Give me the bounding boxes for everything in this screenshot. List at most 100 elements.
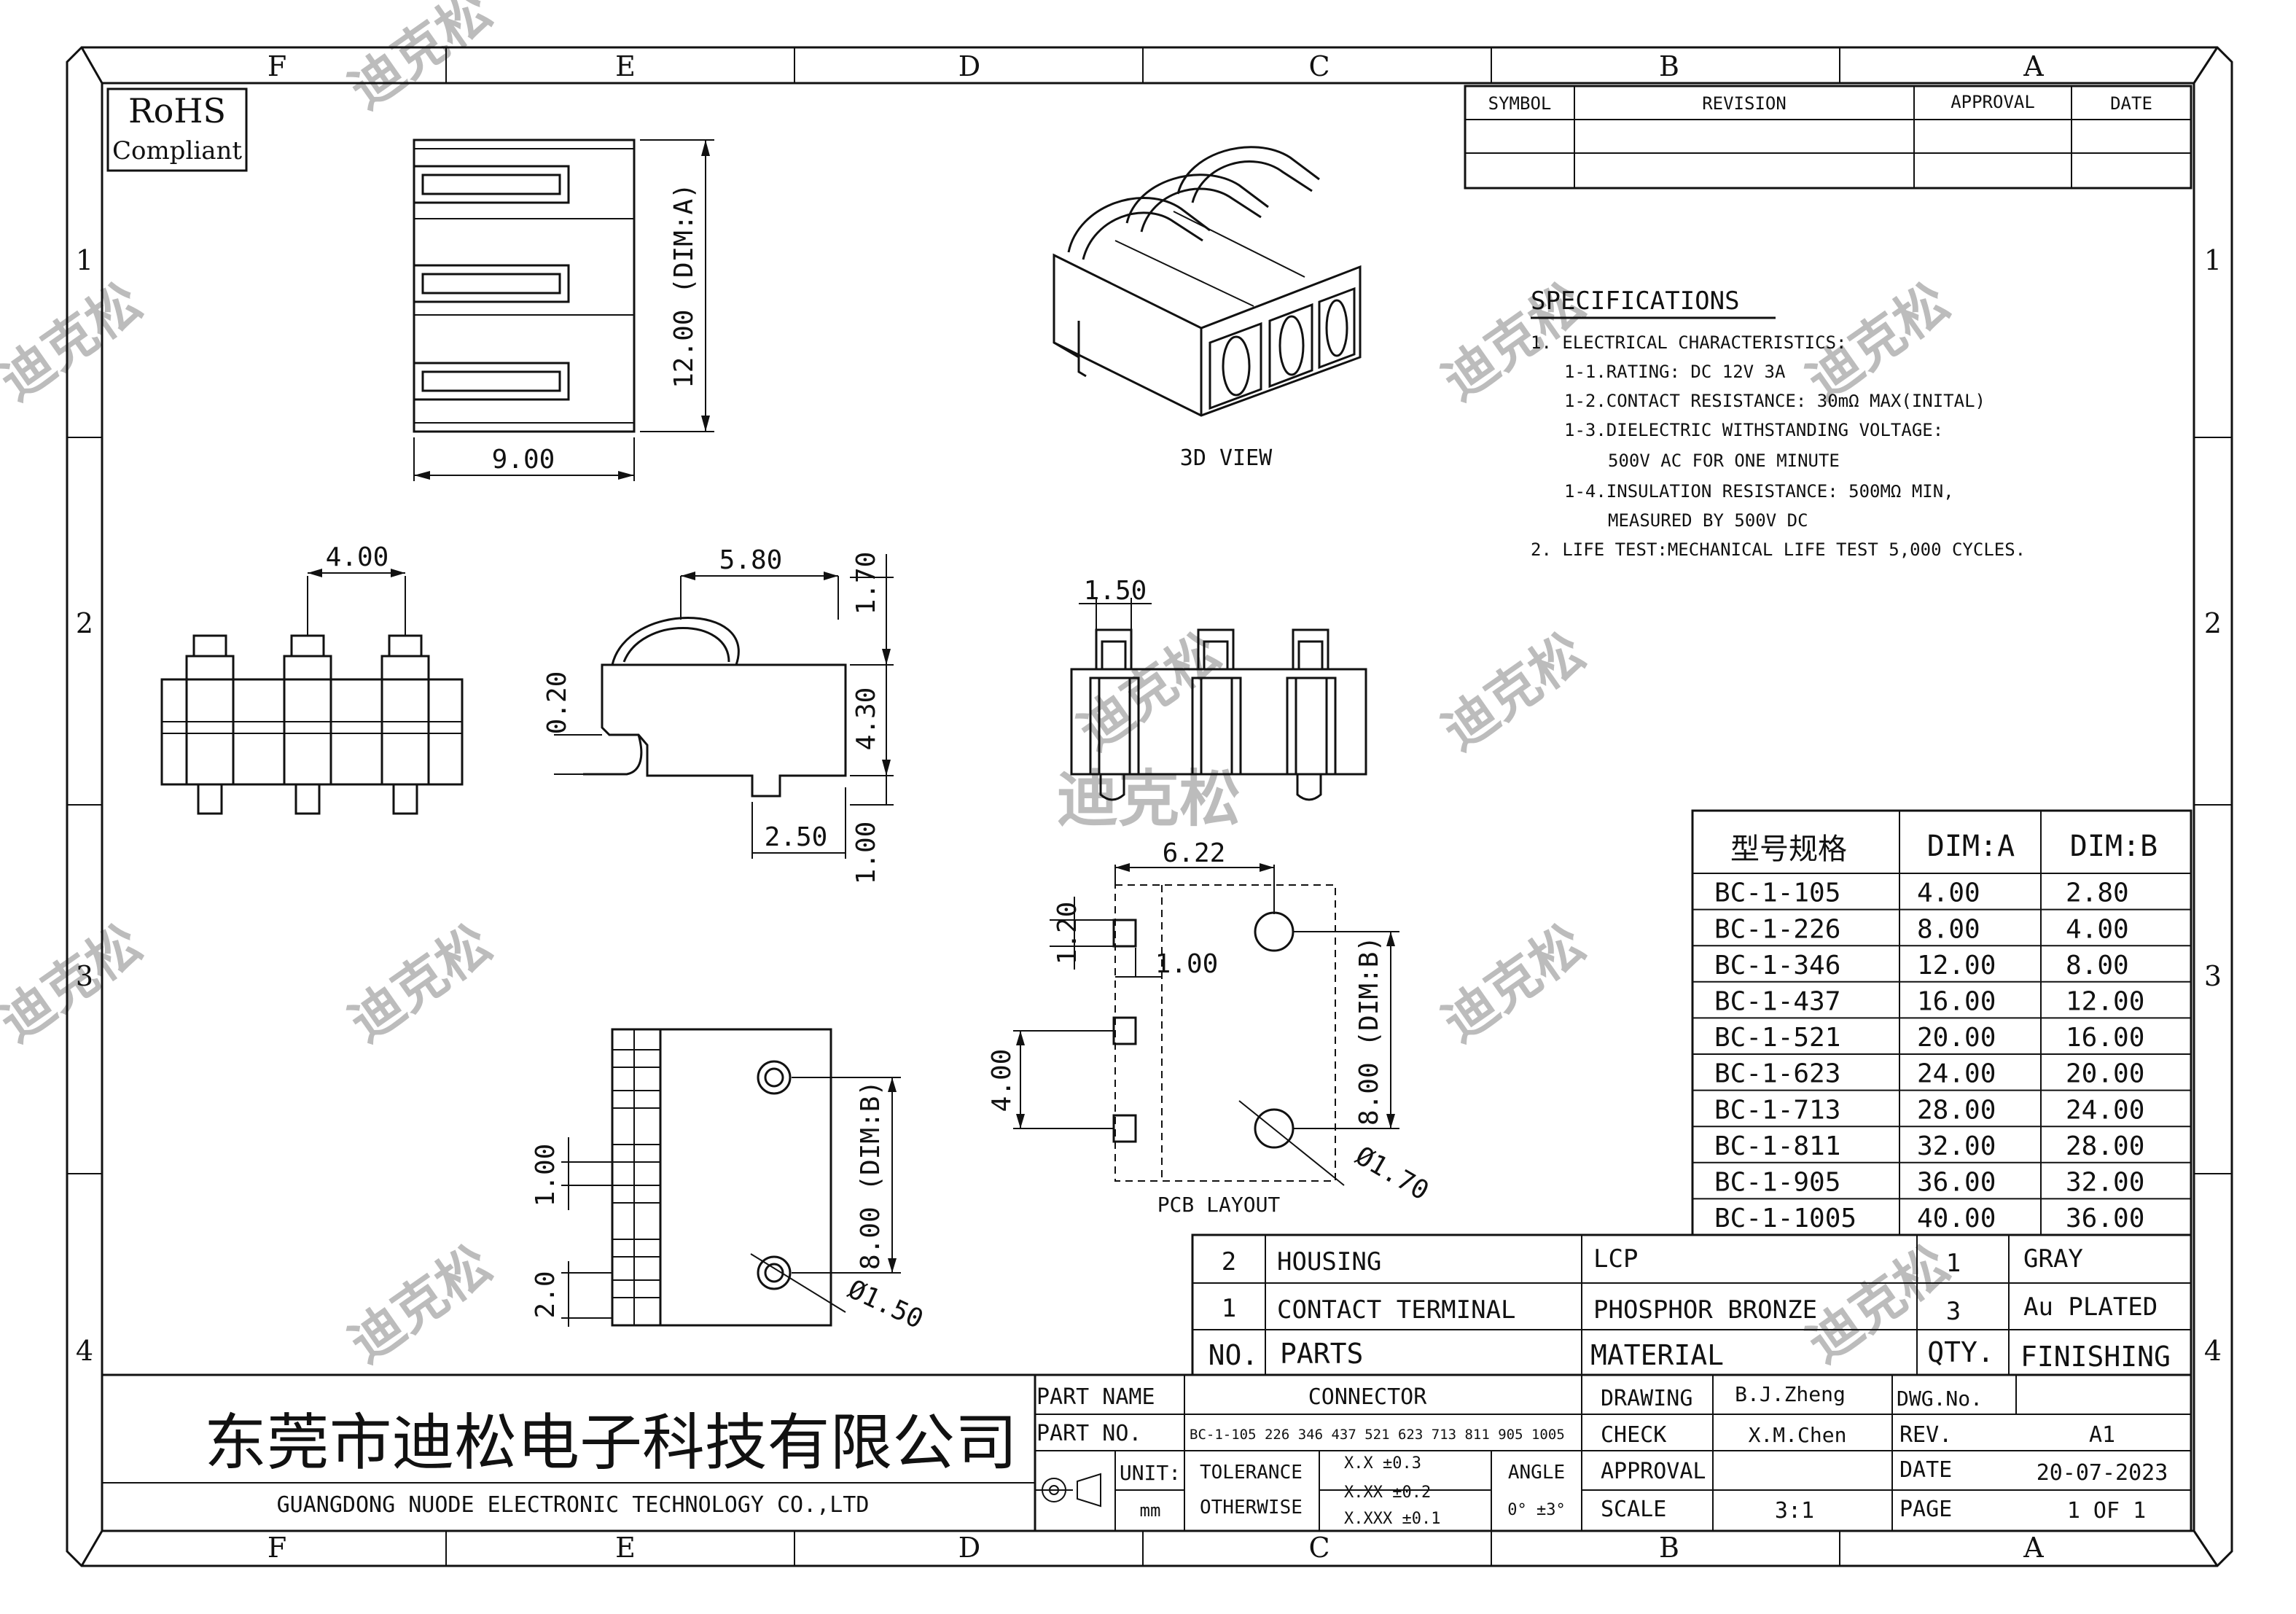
spec-line: 1-4.INSULATION RESISTANCE: 500MΩ MIN, — [1564, 481, 1954, 502]
dim-5-80: 5.80 — [719, 545, 783, 575]
spec-line: MEASURED BY 500V DC — [1608, 510, 1808, 531]
check-value: X.M.Chen — [1749, 1423, 1847, 1447]
spec-line: 1-3.DIELECTRIC WITHSTANDING VOLTAGE: — [1564, 420, 1943, 440]
dim-table-dim-b: 36.00 — [2066, 1204, 2144, 1233]
dim-table-dim-a: 16.00 — [1917, 986, 1996, 1016]
part-no-label: PART NO. — [1036, 1421, 1142, 1446]
date-value: 20-07-2023 — [2037, 1460, 2168, 1486]
watermark: 迪克松 — [1432, 913, 1596, 1053]
company-name-cn: 东莞市迪松电子科技有限公司 — [204, 1407, 1018, 1478]
dim-table-model: BC-1-713 — [1714, 1095, 1840, 1125]
dim-4-00: 4.00 — [987, 1049, 1017, 1112]
angle-label: ANGLE — [1508, 1462, 1565, 1484]
rev-value: A1 — [2089, 1422, 2115, 1448]
dim-table-dim-b: 2.80 — [2066, 878, 2129, 908]
dim-table-dim-b: 20.00 — [2066, 1059, 2144, 1089]
rev-header-approval: APPROVAL — [1951, 92, 2035, 112]
dim-1-50: 1.50 — [1084, 576, 1147, 606]
dwg-no-label: DWG.No. — [1897, 1387, 1983, 1411]
spec-line: 1. ELECTRICAL CHARACTERISTICS: — [1531, 332, 1846, 353]
tolerance-label: TOLERANCE — [1200, 1462, 1303, 1484]
bom-header-parts: PARTS — [1280, 1338, 1363, 1370]
dim-table-model: BC-1-1005 — [1714, 1204, 1856, 1233]
page-value: 1 OF 1 — [2067, 1498, 2146, 1524]
company-name-en: GUANGDONG NUODE ELECTRONIC TECHNOLOGY CO… — [277, 1492, 870, 1518]
drawing-label: DRAWING — [1601, 1386, 1692, 1411]
scale-label: SCALE — [1601, 1497, 1666, 1522]
dim-table-dim-a: 4.00 — [1917, 878, 1980, 908]
spec-line: 500V AC FOR ONE MINUTE — [1608, 451, 1840, 471]
dim-table-model: BC-1-623 — [1714, 1059, 1840, 1089]
tol-xxx: X.XXX ±0.1 — [1344, 1510, 1440, 1528]
specifications: SPECIFICATIONS 1. ELECTRICAL CHARACTERIS… — [1531, 286, 2026, 560]
approval-label: APPROVAL — [1601, 1459, 1706, 1484]
3d-view-label: 3D VIEW — [1180, 445, 1273, 471]
dim-table-model: BC-1-226 — [1714, 914, 1840, 944]
zone-row-2: 2 — [76, 607, 93, 639]
zone-row-4: 4 — [76, 1335, 93, 1367]
rev-header-symbol: SYMBOL — [1488, 93, 1552, 114]
dim-hole-1-50: Ø1.50 — [843, 1274, 928, 1335]
otherwise-label: OTHERWISE — [1200, 1497, 1303, 1519]
bom-row-no: 2 — [1222, 1247, 1236, 1276]
zone-col-d: D — [958, 50, 980, 82]
dim-table-dim-a: 36.00 — [1917, 1167, 1996, 1197]
dim-table-dim-b: 28.00 — [2066, 1131, 2144, 1161]
dim-table-dim-b: 4.00 — [2066, 914, 2129, 944]
watermark: 迪克松 — [338, 913, 502, 1053]
top-view: 9.00 12.00 (DIM:A) — [413, 139, 714, 481]
pcb-layout-label: PCB LAYOUT — [1157, 1193, 1281, 1217]
dim-table-row-lines — [1692, 873, 2191, 1200]
dim-height-dim-a: 12.00 (DIM:A) — [669, 183, 699, 389]
dim-table-model: BC-1-437 — [1714, 986, 1840, 1016]
dim-table-model: BC-1-521 — [1714, 1023, 1840, 1053]
dim-hole-1-70: Ø1.70 — [1351, 1141, 1434, 1206]
dim-table-dim-b: 32.00 — [2066, 1167, 2144, 1197]
rohs-subtitle: Compliant — [112, 136, 242, 165]
dim-table-dim-b: 24.00 — [2066, 1095, 2144, 1125]
dim-0-20: 0.20 — [542, 671, 572, 735]
zone-row-2: 2 — [2204, 607, 2222, 639]
dim-table-dim-a: 32.00 — [1917, 1131, 1996, 1161]
bom-header-no: NO. — [1208, 1339, 1259, 1371]
rev-header-revision: REVISION — [1702, 93, 1787, 114]
spec-line: 2. LIFE TEST:MECHANICAL LIFE TEST 5,000 … — [1531, 539, 2026, 560]
angle-value: 0° ±3° — [1507, 1501, 1565, 1519]
dim-table-model: BC-1-346 — [1714, 951, 1840, 981]
dim-b-8-00: 8.00 (DIM:B) — [1354, 936, 1384, 1126]
zone-col-d: D — [958, 1532, 980, 1564]
dim-table-dim-b: 8.00 — [2066, 951, 2129, 981]
dim-table-dim-b: 12.00 — [2066, 986, 2144, 1016]
page-label: PAGE — [1899, 1497, 1952, 1522]
dim-b-8-00: 8.00 (DIM:B) — [856, 1080, 886, 1270]
dim-pitch-4-00: 4.00 — [326, 542, 389, 572]
dim-table-dim-a: 28.00 — [1917, 1095, 1996, 1125]
dim-1-20: 1.20 — [1053, 902, 1082, 965]
dim-table-dim-b: 16.00 — [2066, 1023, 2144, 1053]
dim-table-model: BC-1-811 — [1714, 1131, 1840, 1161]
zone-col-c: C — [1308, 1532, 1329, 1564]
zone-row-3: 3 — [2204, 960, 2222, 992]
part-name-value: CONNECTOR — [1308, 1384, 1427, 1410]
spec-line: 1-2.CONTACT RESISTANCE: 30mΩ MAX(INITAL) — [1564, 391, 1985, 411]
part-no-value: BC-1-105 226 346 437 521 623 713 811 905… — [1190, 1427, 1565, 1443]
dim-table-dim-a: 8.00 — [1917, 914, 1980, 944]
dim-1-00: 1.00 — [851, 822, 881, 885]
zone-col-a: A — [2023, 1532, 2044, 1564]
tol-xx: X.XX ±0.2 — [1344, 1484, 1431, 1502]
rev-label: REV. — [1899, 1422, 1952, 1448]
zone-row-1: 1 — [2204, 244, 2222, 276]
bom-row-finish: Au PLATED — [2023, 1293, 2158, 1322]
back-view: 1.50 — [1070, 576, 1367, 801]
unit-value: mm — [1140, 1500, 1161, 1521]
watermark: 迪克松 — [1432, 621, 1596, 762]
zone-row-3: 3 — [76, 960, 93, 992]
pcb-layout: 6.22 1.20 1.00 4.00 8.00 (DIM:B) Ø1.70 P… — [987, 838, 1434, 1217]
rohs-title: RoHS — [128, 91, 226, 130]
dim-table-dim-a: 12.00 — [1917, 951, 1996, 981]
dim-table-dim-a: 20.00 — [1917, 1023, 1996, 1053]
bom-row-part: CONTACT TERMINAL — [1277, 1295, 1516, 1325]
